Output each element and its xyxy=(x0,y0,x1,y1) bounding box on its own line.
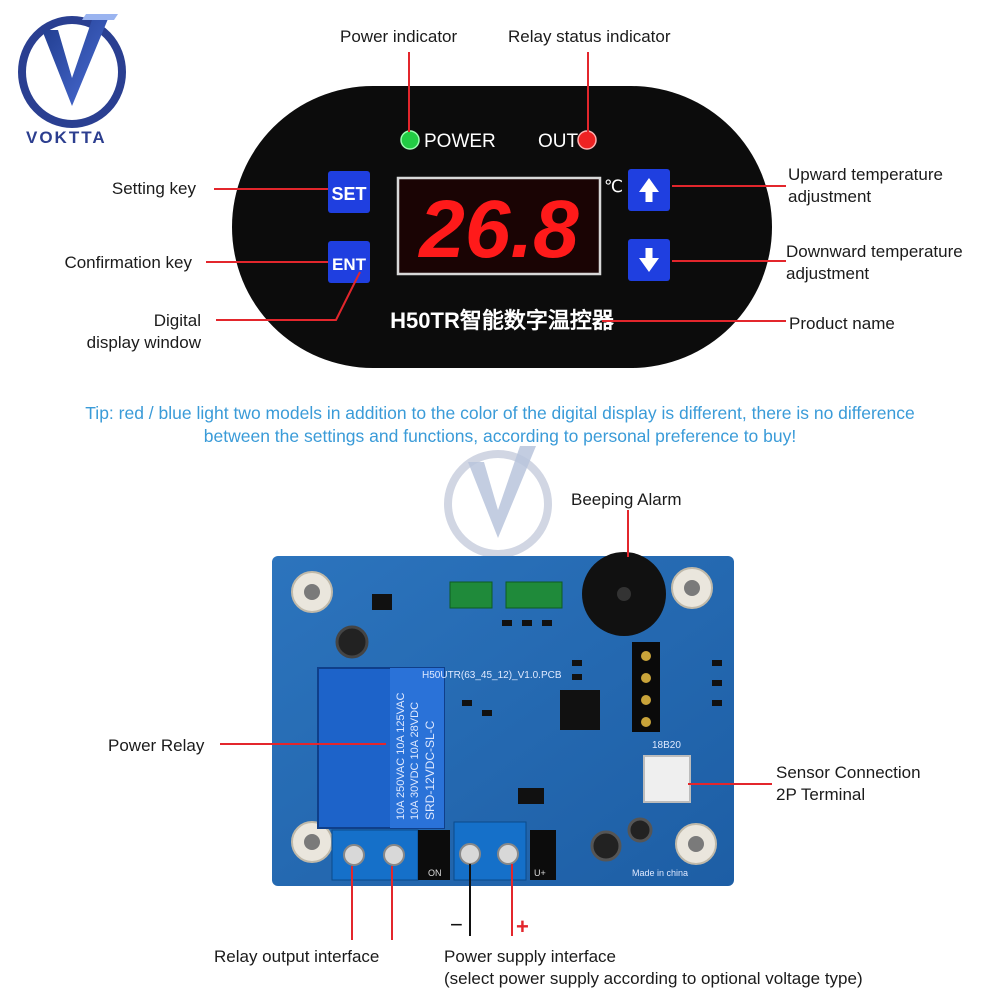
digital-display xyxy=(396,176,602,276)
downward-adjust-label-2: adjustment xyxy=(786,264,870,283)
controller-panel: POWER OUT SET ENT 26.8 ℃ H50TR智能数字温控器 xyxy=(232,86,772,368)
sensor-connection-label-1: Sensor Connection xyxy=(776,763,921,782)
svg-text:H50UTR(63_45_12)_V1.0.PCB: H50UTR(63_45_12)_V1.0.PCB xyxy=(422,670,562,681)
svg-text:ON: ON xyxy=(428,868,442,878)
brand-name: VOKTTA xyxy=(26,128,107,147)
watermark-logo xyxy=(444,446,552,558)
power-supply-label-2: (select power supply according to option… xyxy=(444,969,863,988)
bottom-callout-lines xyxy=(220,510,772,940)
upward-adjust-label-2: adjustment xyxy=(788,187,872,206)
set-key xyxy=(328,171,370,213)
power-supply-label-1: Power supply interface xyxy=(444,947,616,966)
digital-display-label-2: display window xyxy=(86,333,201,352)
tip-text: Tip: red / blue light two models in addi… xyxy=(20,402,980,448)
power-relay-label: Power Relay xyxy=(108,736,205,755)
top-callout-lines xyxy=(206,52,786,322)
up-arrow-icon xyxy=(639,178,659,202)
unit-label: ℃ xyxy=(604,177,623,196)
svg-text:Made in china: Made in china xyxy=(632,868,688,878)
minus-sign: − xyxy=(450,912,463,937)
svg-text:SRD-12VDC-SL-C: SRD-12VDC-SL-C xyxy=(423,720,437,820)
downward-adjust-label-1: Downward temperature xyxy=(786,242,963,261)
product-name: H50TR智能数字温控器 xyxy=(390,308,615,333)
svg-text:18B20: 18B20 xyxy=(652,740,681,751)
digital-display-label-1: Digital xyxy=(153,311,201,330)
power-led-label: POWER xyxy=(424,131,496,152)
brand-logo xyxy=(18,14,126,128)
svg-text:U+: U+ xyxy=(534,868,546,878)
relay-block: 10A 250VAC 10A 125VAC 10A 30VDC 10A 28VD… xyxy=(317,667,445,829)
setting-key-label: Setting key xyxy=(111,179,196,198)
tip-line-2: between the settings and functions, acco… xyxy=(203,426,797,446)
svg-text:10A 30VDC 10A 28VDC: 10A 30VDC 10A 28VDC xyxy=(409,702,421,820)
relay-output-label: Relay output interface xyxy=(214,947,380,966)
tip-line-1: Tip: red / blue light two models in addi… xyxy=(85,403,915,423)
out-led-label: OUT xyxy=(538,131,579,152)
sensor-connection-label-2: 2P Terminal xyxy=(776,785,866,804)
power-indicator-label: Power indicator xyxy=(340,27,458,46)
plus-sign: + xyxy=(516,914,529,939)
product-name-label: Product name xyxy=(789,314,895,333)
confirmation-key-label: Confirmation key xyxy=(64,253,192,272)
pcb-board: 10A 250VAC 10A 125VAC 10A 30VDC 10A 28VD… xyxy=(272,552,734,886)
display-value: 26.8 xyxy=(417,184,579,275)
beeping-alarm-label: Beeping Alarm xyxy=(571,490,682,509)
relay-status-indicator-label: Relay status indicator xyxy=(508,27,671,46)
svg-text:ENT: ENT xyxy=(332,255,367,274)
down-arrow-icon xyxy=(639,248,659,272)
svg-text:10A 250VAC 10A 125VAC: 10A 250VAC 10A 125VAC xyxy=(395,693,407,820)
upward-adjust-label-1: Upward temperature xyxy=(788,165,943,184)
svg-text:SET: SET xyxy=(331,184,366,204)
sensor-terminal xyxy=(643,755,691,803)
